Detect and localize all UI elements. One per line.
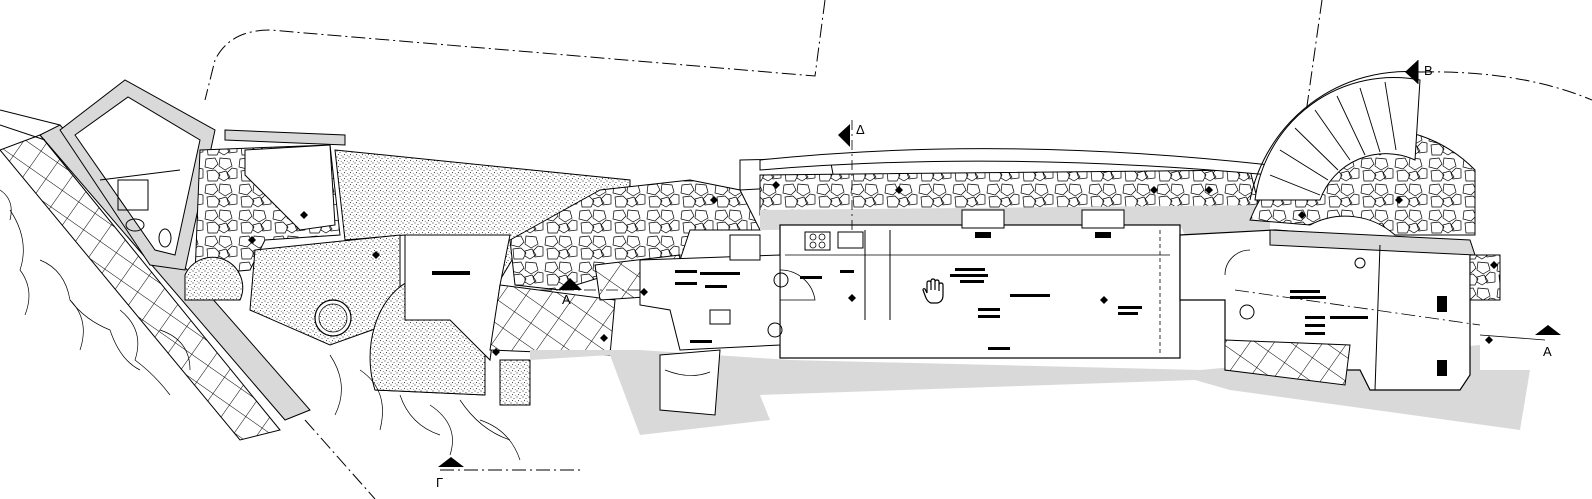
section-marker-b-top: B bbox=[1405, 60, 1433, 84]
curved-stair-terrace bbox=[1249, 70, 1501, 301]
stone-paving-middle bbox=[509, 148, 1271, 291]
section-label-a-right: A bbox=[1543, 344, 1552, 359]
section-marker-g-bottom: Γ bbox=[436, 457, 464, 490]
section-label-g-bottom: Γ bbox=[436, 475, 443, 490]
stone-paved-courtyard bbox=[194, 129, 346, 276]
left-bathroom-wing bbox=[59, 79, 216, 271]
right-bedroom-wing bbox=[1179, 229, 1481, 391]
central-courtyard bbox=[404, 234, 511, 362]
section-marker-d-top: Δ bbox=[838, 120, 865, 230]
section-marker-a-left: A bbox=[540, 278, 640, 307]
section-label-a-left: A bbox=[562, 292, 571, 307]
section-label-b-top: B bbox=[1424, 63, 1433, 78]
section-label-d-top: Δ bbox=[856, 122, 865, 137]
property-boundary bbox=[204, 0, 1592, 499]
level-markers bbox=[248, 181, 1498, 356]
hand-pan-icon[interactable] bbox=[922, 278, 944, 304]
rocky-terrain bbox=[0, 189, 521, 461]
service-rooms bbox=[639, 234, 816, 416]
main-living-building bbox=[779, 209, 1181, 359]
gravel-garden bbox=[184, 149, 631, 406]
section-marker-a-right: A bbox=[1479, 325, 1561, 359]
